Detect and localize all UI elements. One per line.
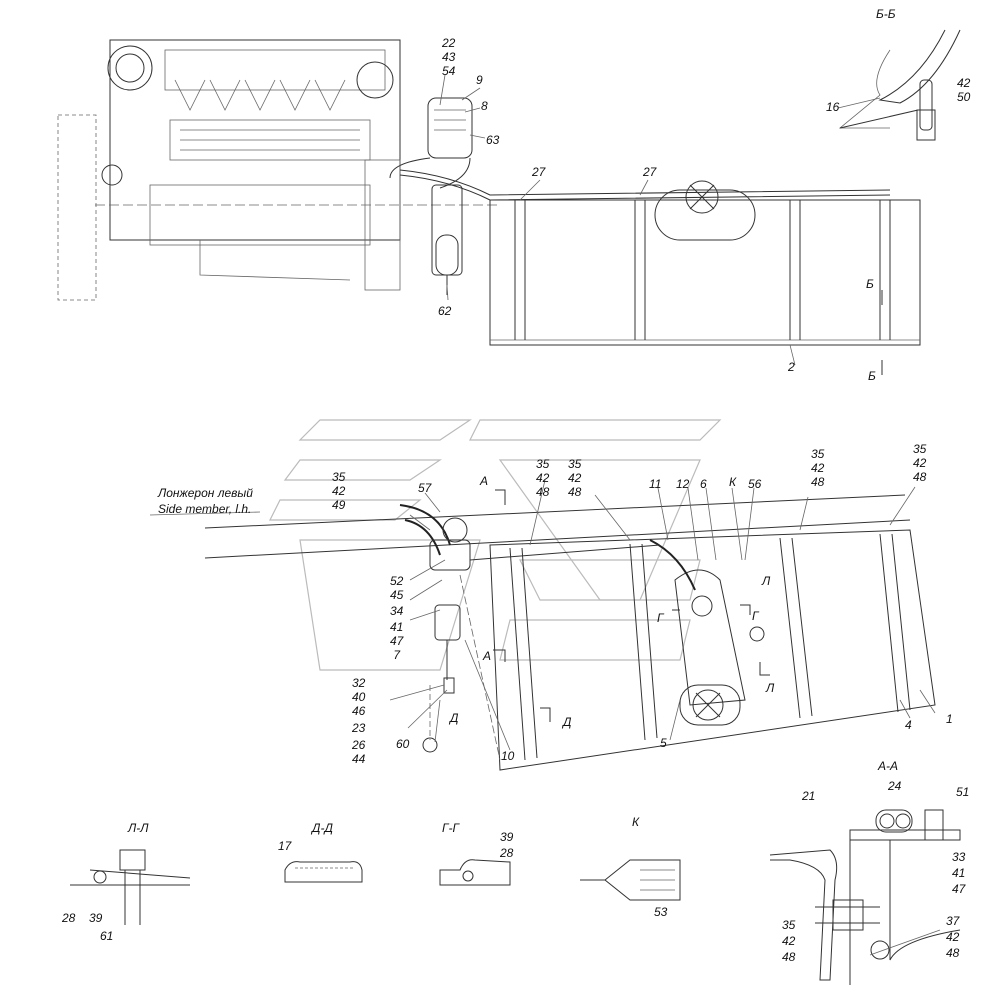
section-aa-title: А-А [878, 759, 899, 773]
callout-11: 11 [649, 477, 662, 491]
fuel-filter-63 [389, 97, 473, 189]
section-ll-view [70, 849, 191, 925]
callout-10: 10 [501, 749, 515, 763]
section-dd-view [284, 861, 363, 883]
callout-aa-24: 24 [888, 779, 902, 793]
callout-27a: 27 [532, 165, 546, 179]
callout-5: 5 [660, 736, 667, 750]
section-aa-view [769, 809, 961, 985]
callout-ll-61: 61 [100, 929, 114, 943]
callout-bb-16: 16 [826, 100, 840, 114]
section-gg-title: Г-Г [442, 821, 460, 835]
section-dd-title: Д-Д [312, 821, 333, 835]
callout-8: 8 [481, 99, 488, 113]
callout-stack-22-43-54: 22 43 54 [442, 36, 456, 78]
callout-9: 9 [476, 73, 483, 87]
callout-stack-35-42-49: 35 42 49 [332, 470, 346, 512]
callout-stack-aa-35: 35 42 48 [782, 918, 796, 964]
fuel-tank-upper [489, 180, 921, 346]
watermark-logo [269, 419, 722, 671]
callout-stack-42-50: 42 50 [957, 76, 971, 104]
callout-57: 57 [418, 481, 432, 495]
callout-stack-right-1: 35 42 48 [811, 447, 825, 489]
callout-ll-28: 28 [62, 911, 76, 925]
callout-4: 4 [905, 718, 912, 732]
lower-fuel-assembly [399, 504, 696, 761]
section-ll-title: Л-Л [128, 821, 149, 835]
marker-a-2: А [483, 649, 492, 663]
callout-stack-aa-37: 37 42 48 [946, 914, 960, 960]
fuel-line-upper [399, 169, 891, 196]
fuel-filter-62 [431, 184, 463, 295]
marker-g-1: Г [657, 611, 664, 625]
callout-60: 60 [396, 737, 410, 751]
marker-k: К [729, 475, 737, 489]
callout-stack-pump: 32 40 46 23 26 44 [352, 676, 366, 766]
fuel-tank-lower [489, 529, 936, 771]
callout-ll-39: 39 [89, 911, 103, 925]
marker-l-1: Л [762, 574, 771, 588]
marker-d-2: Д [450, 711, 459, 725]
callout-aa-21: 21 [802, 789, 816, 803]
callout-stack-mid-2: 35 42 48 [568, 457, 582, 499]
callout-1: 1 [946, 712, 953, 726]
marker-b-2: Б [868, 369, 876, 383]
section-bb-view [838, 29, 961, 141]
callout-stack-aa-33: 33 41 47 [952, 850, 966, 896]
callout-56: 56 [748, 477, 762, 491]
callout-27b: 27 [643, 165, 657, 179]
callout-stack-52-45-34: 52 45 34 41 47 7 [390, 574, 404, 662]
section-markers [493, 290, 883, 722]
side-member-en: Side member, l.h. [158, 502, 252, 516]
callout-stack-right-2: 35 42 48 [913, 442, 927, 484]
callout-63: 63 [486, 133, 500, 147]
section-k-view [580, 859, 681, 901]
side-member-ru: Лонжерон левый [158, 486, 253, 500]
callout-stack-mid-1: 35 42 48 [536, 457, 550, 499]
callout-2: 2 [788, 360, 795, 374]
marker-g-2: Г [752, 609, 759, 623]
leader-lines [389, 74, 936, 751]
callout-62: 62 [438, 304, 452, 318]
callout-aa-51: 51 [956, 785, 970, 799]
callout-6: 6 [700, 477, 707, 491]
callout-12: 12 [676, 477, 690, 491]
marker-b-1: Б [866, 277, 874, 291]
section-gg-view [439, 859, 511, 886]
section-k-title: К [632, 815, 640, 829]
callout-k-53: 53 [654, 905, 668, 919]
marker-a-1: А [480, 474, 489, 488]
section-bb-title: Б-Б [876, 7, 896, 21]
callout-dd-17: 17 [278, 839, 292, 853]
side-member-lower [149, 494, 911, 559]
marker-l-2: Л [766, 681, 775, 695]
marker-d-1: Д [563, 715, 572, 729]
engine-assembly [57, 39, 500, 301]
callout-stack-gg: 39 28 [500, 830, 514, 860]
